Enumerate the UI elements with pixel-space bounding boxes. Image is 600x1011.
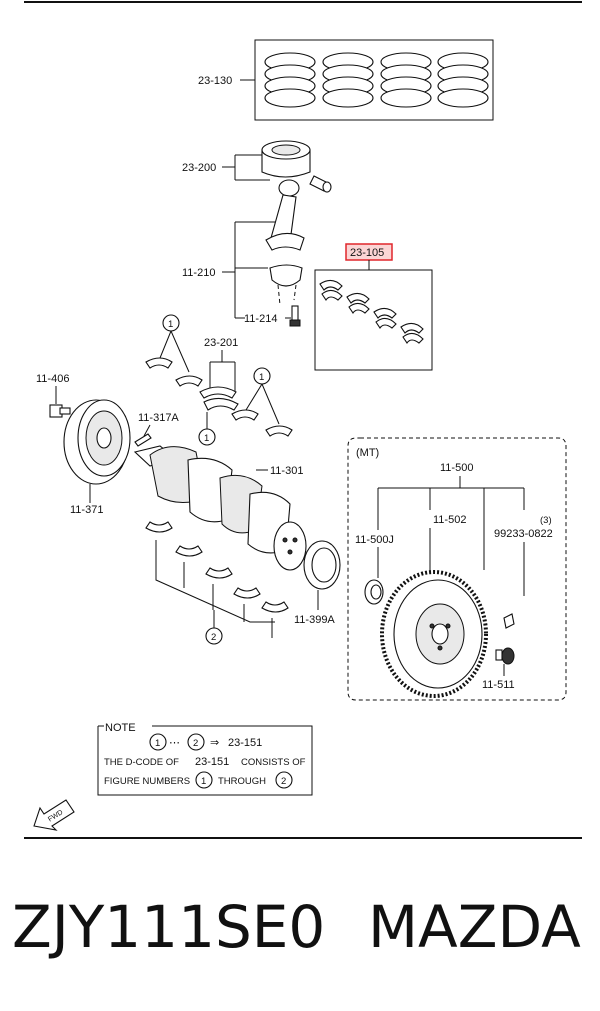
callout-11-502[interactable]: 11-502 bbox=[433, 514, 466, 526]
note-line3-a: FIGURE NUMBERS bbox=[104, 776, 190, 787]
note-box: NOTE 1 ⋯ 2 ⇒ 23-151 THE D-CODE OF 23-151… bbox=[97, 722, 313, 796]
note-arrow: ⇒ bbox=[210, 737, 219, 749]
piston[interactable] bbox=[261, 140, 311, 178]
mt-label: (MT) bbox=[356, 447, 379, 459]
lower-main-bearing-1[interactable] bbox=[145, 521, 173, 533]
circle-1-label-c: 1 bbox=[259, 372, 264, 383]
callout-23-105[interactable]: 23-105 bbox=[350, 247, 384, 259]
rear-oil-seal[interactable] bbox=[303, 540, 341, 590]
lower-main-bearing-2[interactable] bbox=[175, 545, 203, 557]
note-line3-b: THROUGH bbox=[218, 776, 266, 787]
piston-pin[interactable] bbox=[309, 175, 332, 193]
circle-1-label-a: 1 bbox=[168, 319, 173, 330]
crankshaft[interactable] bbox=[133, 445, 307, 571]
upper-main-bearing-2[interactable] bbox=[175, 375, 203, 387]
pilot-bearing[interactable] bbox=[364, 579, 384, 605]
piston-ring-set[interactable] bbox=[254, 39, 494, 121]
note-line2-b: CONSISTS OF bbox=[241, 757, 306, 768]
connecting-rod-cap[interactable] bbox=[269, 264, 303, 306]
callout-11-500J[interactable]: 11-500J bbox=[355, 534, 394, 546]
note-ellipsis: ⋯ bbox=[169, 737, 180, 749]
note-circle-2b: 2 bbox=[281, 776, 286, 787]
callout-23-130[interactable]: 23-130 bbox=[198, 75, 232, 87]
lower-main-bearing-5[interactable] bbox=[261, 601, 289, 613]
flywheel-bolt[interactable] bbox=[495, 647, 515, 665]
note-title: NOTE bbox=[105, 722, 136, 734]
pulley-bolt[interactable] bbox=[49, 404, 71, 418]
crankshaft-pulley[interactable] bbox=[63, 399, 131, 485]
callout-11-210[interactable]: 11-210 bbox=[182, 267, 215, 279]
circle-2-label-a: 2 bbox=[211, 632, 216, 643]
part-code: ZJY111SE0 bbox=[12, 893, 326, 961]
crankshaft-key[interactable] bbox=[134, 433, 152, 447]
callout-99233-0822[interactable]: 99233-0822 bbox=[494, 528, 553, 540]
exploded-parts-diagram: 23-130 23-200 11-210 11-214 23-105 bbox=[24, 1, 582, 839]
note-line2-a: THE D-CODE OF bbox=[104, 757, 179, 768]
circle-1-label-b: 1 bbox=[204, 433, 209, 444]
callout-11-399A[interactable]: 11-399A bbox=[294, 614, 335, 626]
note-circle-2: 2 bbox=[193, 738, 198, 749]
note-circle-1b: 1 bbox=[201, 776, 206, 787]
mt-option-group bbox=[347, 437, 567, 701]
lower-main-bearing-3[interactable] bbox=[205, 567, 233, 579]
flywheel-dowel[interactable] bbox=[503, 613, 515, 629]
callout-11-511[interactable]: 11-511 bbox=[482, 679, 515, 691]
brand-name: MAZDA bbox=[368, 893, 581, 961]
upper-main-bearing-3[interactable] bbox=[231, 409, 259, 421]
note-circle-1: 1 bbox=[155, 738, 160, 749]
conrod-bearing-set[interactable] bbox=[319, 279, 424, 344]
callout-11-301[interactable]: 11-301 bbox=[270, 465, 303, 477]
quantity-3: (3) bbox=[540, 515, 552, 526]
upper-main-bearing-4[interactable] bbox=[265, 425, 293, 437]
note-code-line2: 23-151 bbox=[195, 756, 229, 768]
callout-23-201[interactable]: 23-201 bbox=[204, 337, 238, 349]
thrust-washer-bearing[interactable] bbox=[199, 386, 239, 411]
lower-main-bearing-4[interactable] bbox=[233, 587, 261, 599]
callout-11-214[interactable]: 11-214 bbox=[244, 313, 277, 325]
conrod-bolt[interactable] bbox=[289, 305, 301, 327]
part-caption: ZJY111SE0 MAZDA bbox=[0, 893, 600, 973]
callout-11-500[interactable]: 11-500 bbox=[440, 462, 473, 474]
callout-23-200[interactable]: 23-200 bbox=[182, 162, 216, 174]
connecting-rod[interactable] bbox=[265, 179, 305, 251]
upper-main-bearing-1[interactable] bbox=[145, 357, 173, 369]
note-code-line1: 23-151 bbox=[228, 737, 262, 749]
callout-11-317A[interactable]: 11-317A bbox=[138, 412, 179, 424]
fwd-arrow-icon: FWD bbox=[33, 799, 75, 831]
flywheel[interactable] bbox=[380, 570, 488, 698]
callout-11-371[interactable]: 11-371 bbox=[70, 504, 103, 516]
callout-11-406[interactable]: 11-406 bbox=[36, 373, 69, 385]
